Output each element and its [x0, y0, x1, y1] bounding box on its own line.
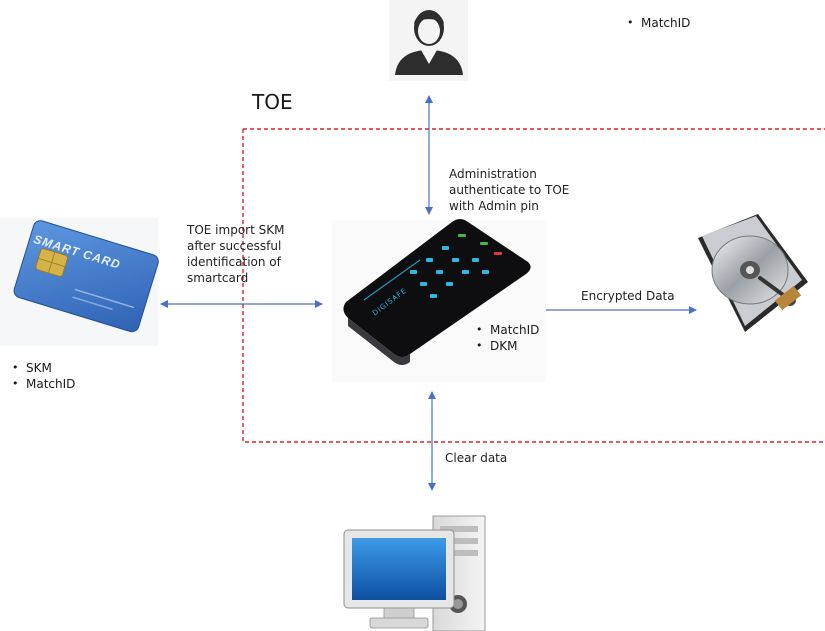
- toe-boundary: [242, 128, 825, 443]
- smartcard-bullet-item: MatchID: [10, 376, 75, 392]
- admin-bullet-list: MatchID: [625, 15, 690, 31]
- admin-bullet-item: MatchID: [625, 15, 690, 31]
- encrypted-drive-icon: [332, 219, 546, 382]
- toe-boundary-label: TOE: [252, 90, 293, 114]
- smartcard-bullet-item: SKM: [10, 360, 75, 376]
- hard-disk-icon: [698, 214, 808, 332]
- smartcard-bullet-list: SKM MatchID: [10, 360, 75, 392]
- smartcard-edge-label: TOE import SKM after successful identifi…: [187, 223, 285, 285]
- admin-edge-label: Administration authenticate to TOE with …: [449, 167, 570, 213]
- smartcard-icon: [0, 218, 159, 346]
- desktop-computer-icon: [343, 515, 486, 631]
- device-bullet-list: MatchID DKM: [474, 322, 539, 354]
- device-bullet-item: MatchID: [474, 322, 539, 338]
- device-bullet-item: DKM: [474, 338, 539, 354]
- host-edge-label: Clear data: [445, 451, 508, 465]
- admin-user-icon: [389, 0, 468, 81]
- disk-edge-label: Encrypted Data: [581, 289, 675, 303]
